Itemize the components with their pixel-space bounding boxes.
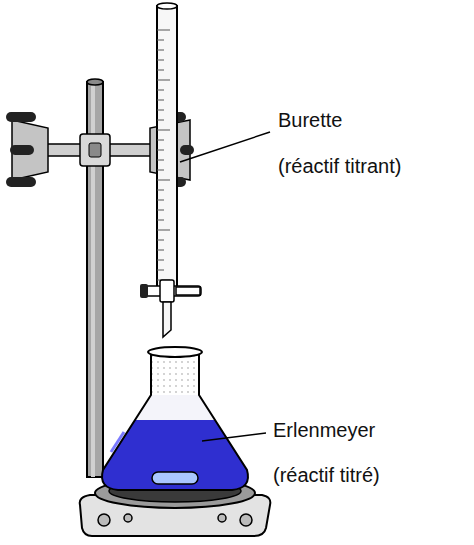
graduation-tick	[157, 60, 164, 61]
graduation-tick	[157, 50, 164, 51]
part-note: (réactif titrant)	[278, 154, 401, 178]
graduation-tick	[157, 170, 164, 171]
erlenmeyer-flask	[100, 347, 260, 495]
part-note: (réactif titré)	[273, 463, 380, 487]
graduation-tick	[157, 90, 164, 91]
graduation-tick	[157, 200, 164, 201]
stir-bar	[152, 472, 198, 484]
graduation-tick	[157, 250, 164, 251]
graduation-tick	[157, 120, 164, 121]
part-name: Erlenmeyer	[273, 418, 375, 442]
graduation-tick	[157, 40, 164, 41]
graduation-tick	[157, 150, 164, 151]
graduation-tick	[157, 80, 170, 81]
graduation-tick	[157, 70, 164, 71]
graduation-tick	[157, 160, 164, 161]
part-name: Burette	[278, 108, 342, 132]
graduation-tick	[157, 210, 164, 211]
stopcock	[140, 280, 201, 337]
burette	[157, 3, 177, 296]
graduation-tick	[157, 230, 170, 231]
graduation-tick	[157, 220, 164, 221]
graduation-tick	[157, 190, 164, 191]
graduation-tick	[157, 240, 164, 241]
graduation-tick	[157, 140, 164, 141]
graduation-tick	[157, 130, 170, 131]
graduation-tick	[157, 110, 164, 111]
graduation-tick	[157, 180, 170, 181]
graduation-tick	[157, 100, 164, 101]
leader-line	[202, 433, 266, 441]
graduation-tick	[157, 30, 170, 31]
graduation-tick	[157, 260, 164, 261]
graduation-tick	[157, 270, 164, 271]
burette-graduations	[157, 30, 170, 280]
leader-line	[180, 132, 270, 162]
